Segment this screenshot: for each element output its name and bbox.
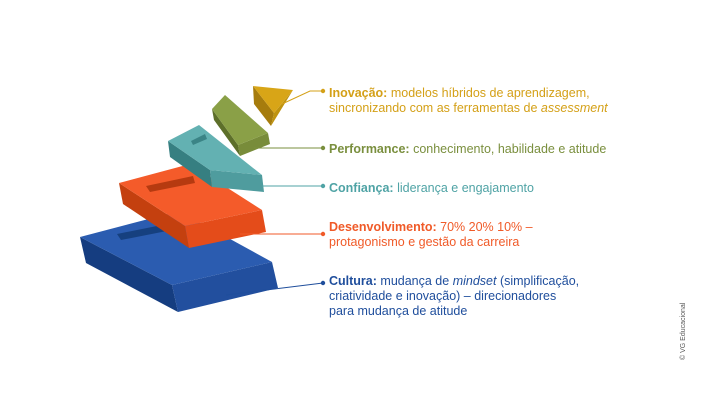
label-cultura-title: Cultura: [329,274,377,288]
label-performance-title: Performance: [329,142,410,156]
label-performance-line: Performance: conhecimento, habilidade e … [329,142,607,156]
label-desenvolvimento-line: protagonismo e gestão da carreira [329,235,520,249]
label-inovacao-italic: assessment [540,101,608,115]
label-cultura-italic: mindset [452,274,497,288]
label-desenvolvimento: Desenvolvimento: 70% 20% 10% –protagonis… [329,220,533,250]
desenvolvimento-frame-inner-wall [146,176,195,192]
connector-dot-performance [320,145,326,151]
cultura-frame-side [80,237,178,312]
label-inovacao-line: sincronizando com as ferramentas de asse… [329,101,608,115]
performance-frame [212,95,270,156]
inovacao-pyramid-right [271,90,293,126]
inovacao-pyramid [253,86,293,126]
label-confianca-line: Confiança: liderança e engajamento [329,181,534,195]
label-confianca-title: Confiança: [329,181,394,195]
performance-frame-front [238,133,270,156]
performance-frame-top [212,95,268,145]
label-inovacao: Inovação: modelos híbridos de aprendizag… [329,86,608,116]
label-desenvolvimento-title: Desenvolvimento: [329,220,437,234]
label-inovacao-line: Inovação: modelos híbridos de aprendizag… [329,86,590,100]
connector-dot-inovacao [320,88,326,94]
connector-dot-cultura [320,280,326,286]
connector-line-cultura [225,282,324,296]
cultura-frame-top [80,211,272,285]
inovacao-pyramid-top [253,86,293,113]
inovacao-pyramid-left [253,86,274,126]
label-performance: Performance: conhecimento, habilidade e … [329,142,606,157]
desenvolvimento-frame-front [185,210,266,248]
desenvolvimento-frame [119,164,266,248]
cultura-frame [80,211,278,312]
confianca-frame-inner-wall [191,134,207,145]
label-cultura: Cultura: mudança de mindset (simplificaç… [329,274,579,319]
connector-line-inovacao [281,90,323,105]
cultura-frame-front [172,262,278,312]
connector-dot-confianca [320,183,326,189]
label-cultura-line: para mudança de atitude [329,304,468,318]
label-cultura-line: criatividade e inovação) – direcionadore… [329,289,557,303]
confianca-frame-top [168,125,262,175]
desenvolvimento-frame-top [119,164,262,226]
label-inovacao-title: Inovação: [329,86,388,100]
connector-dot-desenvolvimento [320,231,326,237]
label-desenvolvimento-line: Desenvolvimento: 70% 20% 10% – [329,220,533,234]
confianca-frame [168,125,264,192]
connector-lines [225,88,326,296]
label-confianca: Confiança: liderança e engajamento [329,181,534,196]
desenvolvimento-frame-side [119,183,189,248]
copyright-text: © VG Educacional [680,302,687,360]
label-cultura-line: Cultura: mudança de mindset (simplificaç… [329,274,580,288]
confianca-frame-front [210,170,264,192]
confianca-frame-side [168,141,212,187]
performance-frame-side [212,109,240,156]
